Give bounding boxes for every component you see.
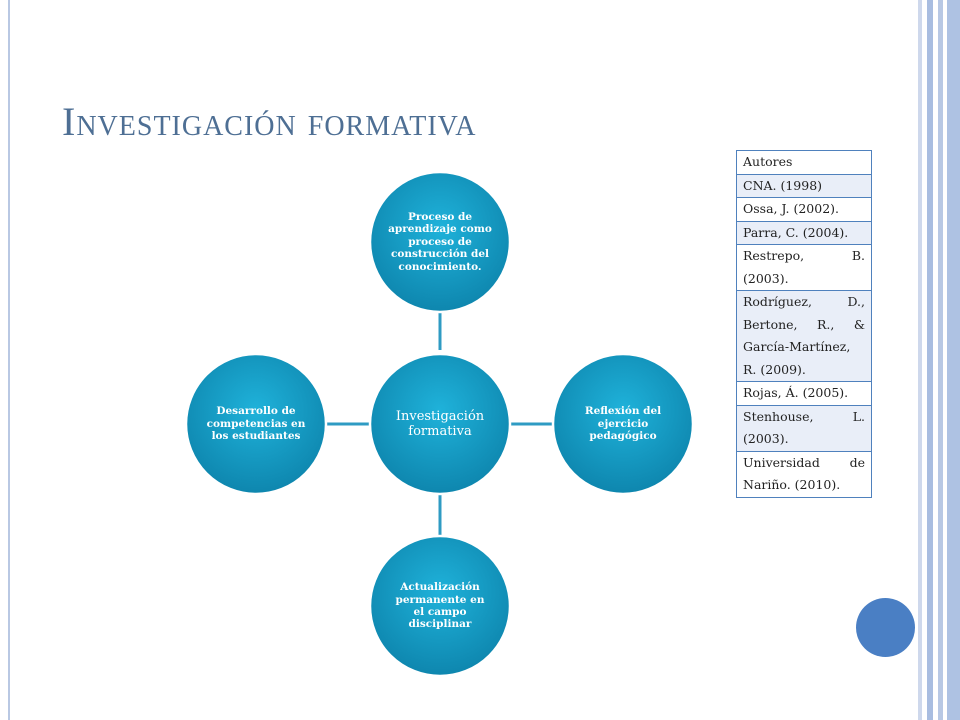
right-frame-stripe	[938, 0, 943, 720]
table-row: CNA. (1998)	[736, 173, 872, 198]
table-row: Ossa, J. (2002).	[736, 197, 872, 222]
table-cell: CNA. (1998)	[736, 173, 872, 198]
table-row: Restrepo, B. (2003).	[736, 244, 872, 291]
table-header-cell: Autores	[736, 150, 872, 175]
connector-lines	[326, 312, 554, 537]
node-bottom-label: Actualización permanente en el campo dis…	[395, 581, 485, 631]
right-frame-stripe	[927, 0, 933, 720]
table-cell: Ossa, J. (2002).	[736, 197, 872, 222]
table-cell: Parra, C. (2004).	[736, 220, 872, 245]
right-frame-stripe	[918, 0, 922, 720]
table-cell: Stenhouse, L. (2003).	[736, 404, 872, 452]
table-row: Stenhouse, L. (2003).	[736, 404, 872, 452]
table-row: Universidad de Nariño. (2010).	[736, 450, 872, 498]
node-top-label: Proceso de aprendizaje como proceso de c…	[388, 211, 492, 273]
node-center	[368, 352, 512, 496]
right-frame-stripe	[947, 0, 960, 720]
node-right	[551, 352, 695, 496]
node-center-label: Investigación formativa	[395, 408, 485, 439]
authors-table: Autores CNA. (1998) Ossa, J. (2002). Par…	[736, 150, 872, 498]
node-left-label: Desarrollo de competencias en los estudi…	[206, 405, 306, 443]
table-cell: Rodríguez, D., Bertone, R., & García-Mar…	[736, 290, 872, 382]
node-bottom	[368, 534, 512, 678]
decorative-circle	[856, 598, 915, 657]
node-right-label: Reflexión del ejercicio pedagógico	[584, 405, 662, 443]
table-row: Parra, C. (2004).	[736, 220, 872, 245]
table-cell: Universidad de Nariño. (2010).	[736, 450, 872, 498]
slide-title: Investigación formativa	[62, 99, 477, 144]
table-header-row: Autores	[736, 150, 872, 175]
table-row: Rojas, Á. (2005).	[736, 381, 872, 406]
table-cell: Rojas, Á. (2005).	[736, 381, 872, 406]
node-left	[184, 352, 328, 496]
node-top	[368, 170, 512, 314]
left-frame-line	[8, 0, 10, 720]
table-row: Rodríguez, D., Bertone, R., & García-Mar…	[736, 290, 872, 382]
table-cell: Restrepo, B. (2003).	[736, 244, 872, 291]
